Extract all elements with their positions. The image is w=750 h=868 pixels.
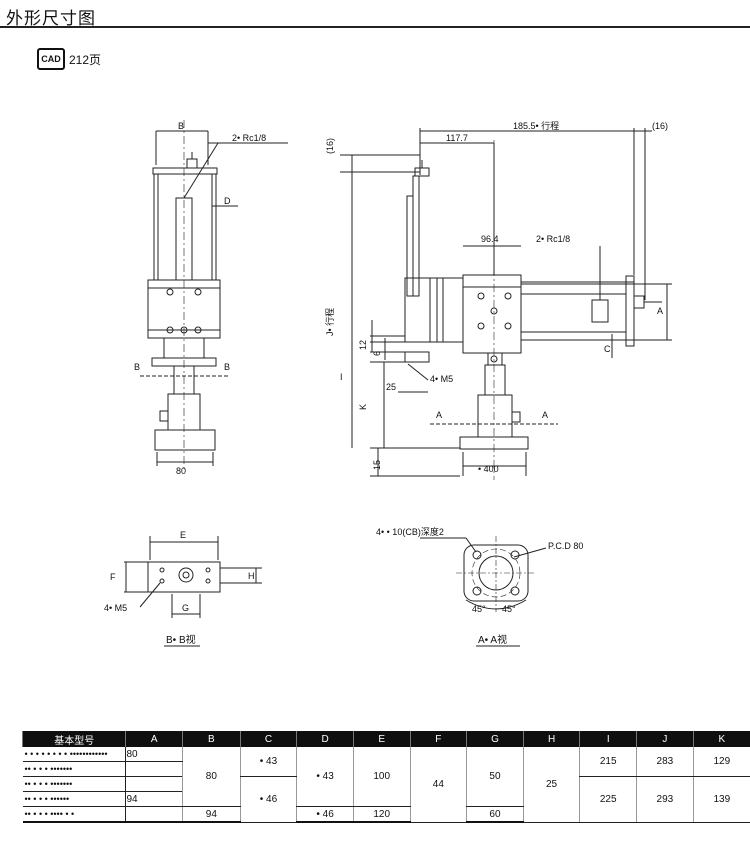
dimension-drawing: B 2• Rc1/8 D B B 80 (16) 185.5• 行程 (16) … bbox=[104, 120, 672, 647]
cell-K: 129 bbox=[692, 747, 750, 777]
table-header-row: 基本型号 A B C D E F G H I J K bbox=[21, 731, 750, 747]
title-divider bbox=[0, 26, 750, 28]
bb-view bbox=[124, 536, 262, 647]
cell-A bbox=[125, 761, 183, 777]
cell-C: • 46 bbox=[239, 776, 297, 823]
cell-J: 293 bbox=[636, 776, 694, 823]
model-cell: •• • • • •••• • • bbox=[22, 806, 126, 823]
cell-E: 100 bbox=[352, 747, 411, 807]
m5-label-bb: 4• M5 bbox=[104, 603, 127, 613]
dim-25: 25 bbox=[386, 382, 396, 392]
col-header: D bbox=[296, 731, 354, 747]
front-view bbox=[140, 120, 288, 470]
col-header: E bbox=[352, 731, 411, 747]
dim-F: F bbox=[110, 572, 116, 582]
angle-45-right: 45° bbox=[502, 604, 516, 614]
dim-D: D bbox=[224, 196, 231, 206]
aa-view-caption: A• A视 bbox=[478, 633, 507, 646]
table-row: •• • • • ••••••• bbox=[22, 761, 750, 777]
dim-A-side: A bbox=[657, 306, 663, 316]
col-header: C bbox=[239, 731, 297, 747]
aa-view bbox=[420, 536, 547, 647]
section-B-right: B bbox=[224, 362, 230, 372]
dim-6: 6 bbox=[372, 351, 382, 356]
cell-A bbox=[125, 806, 183, 823]
bb-view-caption: B• B视 bbox=[166, 633, 196, 646]
dim-H: H bbox=[248, 571, 255, 581]
dim-K: K bbox=[358, 404, 368, 410]
cell-A: 80 bbox=[125, 747, 183, 762]
table-row: •• • • • •••••• 94 bbox=[22, 791, 750, 807]
m5-label-side: 4• M5 bbox=[430, 374, 453, 384]
col-header: B bbox=[182, 731, 241, 747]
angle-45-left: 45° bbox=[472, 604, 486, 614]
dim-117-7: 117.7 bbox=[446, 133, 468, 143]
cell-J: 283 bbox=[636, 747, 694, 777]
j-stroke-label: J• 行程 bbox=[324, 308, 335, 336]
col-header: G bbox=[466, 731, 524, 747]
model-cell: • • • • • • • • •••••••••••• bbox=[22, 747, 126, 762]
dim-12: 12 bbox=[358, 340, 368, 350]
dim-C: C bbox=[604, 344, 611, 354]
cad-link[interactable]: CAD 212页 bbox=[37, 48, 101, 70]
dim-I: I bbox=[340, 372, 343, 382]
col-header: 基本型号 bbox=[21, 731, 126, 747]
dimension-table: 基本型号 A B C D E F G H I J K • • • • • • •… bbox=[21, 731, 750, 823]
port-label-front: 2• Rc1/8 bbox=[232, 133, 266, 143]
col-header: I bbox=[579, 731, 637, 747]
cell-F: 44 bbox=[409, 747, 467, 823]
table-row: •• • • • ••••••• • 46 225 293 139 bbox=[22, 776, 750, 823]
cell-E: 120 bbox=[352, 806, 411, 823]
dim-E: E bbox=[180, 530, 186, 540]
cb-hole-label: 4• • 10(CB)深度2 bbox=[376, 526, 444, 537]
model-cell: •• • • • •••••• bbox=[22, 791, 126, 807]
dim-80-front: 80 bbox=[176, 466, 186, 476]
dim-B-front: B bbox=[178, 121, 184, 131]
cell-C: • 43 bbox=[239, 747, 297, 777]
col-header: A bbox=[125, 731, 183, 747]
page-title: 外形尺寸图 bbox=[6, 9, 96, 28]
col-header: F bbox=[409, 731, 467, 747]
cell-A: 94 bbox=[125, 791, 183, 807]
model-cell: •• • • • ••••••• bbox=[22, 761, 126, 777]
col-header: J bbox=[636, 731, 694, 747]
cell-B: 80 bbox=[182, 747, 241, 807]
section-B-left: B bbox=[134, 362, 140, 372]
dim-96-4: 96.4 bbox=[481, 234, 499, 244]
side-view bbox=[340, 128, 672, 480]
model-cell: •• • • • ••••••• bbox=[22, 776, 126, 792]
pcd-label: P.C.D 80 bbox=[548, 541, 583, 551]
cell-K: 139 bbox=[692, 776, 750, 823]
port-label-side: 2• Rc1/8 bbox=[536, 234, 570, 244]
col-header: K bbox=[692, 731, 750, 747]
cell-I: 225 bbox=[579, 776, 637, 823]
cell-B: 94 bbox=[182, 806, 241, 823]
stroke-185-5: 185.5• 行程 bbox=[513, 120, 559, 131]
dim-15: 15 bbox=[372, 460, 382, 470]
cell-A bbox=[125, 776, 183, 792]
dim-16-right: (16) bbox=[652, 121, 668, 131]
cell-D: • 43 bbox=[296, 747, 354, 807]
cell-D: • 46 bbox=[296, 806, 354, 823]
dim-16-left: (16) bbox=[325, 138, 335, 154]
section-A-right: A bbox=[542, 410, 548, 420]
table-row: • • • • • • • • •••••••••••• 80 80 • 43 … bbox=[22, 747, 750, 823]
section-A-left: A bbox=[436, 410, 442, 420]
cad-icon: CAD bbox=[37, 48, 65, 70]
cad-page-ref: 212页 bbox=[69, 52, 102, 67]
dim-G: G bbox=[182, 603, 189, 613]
cell-G: 60 bbox=[466, 806, 524, 823]
cell-G: 50 bbox=[466, 747, 524, 807]
cell-H: 25 bbox=[522, 747, 580, 823]
table-row: •• • • • •••• • • 94 • 46 120 60 bbox=[22, 806, 750, 823]
col-header: H bbox=[522, 731, 580, 747]
dim-phi-400: • 400 bbox=[478, 464, 499, 474]
cell-I: 215 bbox=[579, 747, 637, 777]
